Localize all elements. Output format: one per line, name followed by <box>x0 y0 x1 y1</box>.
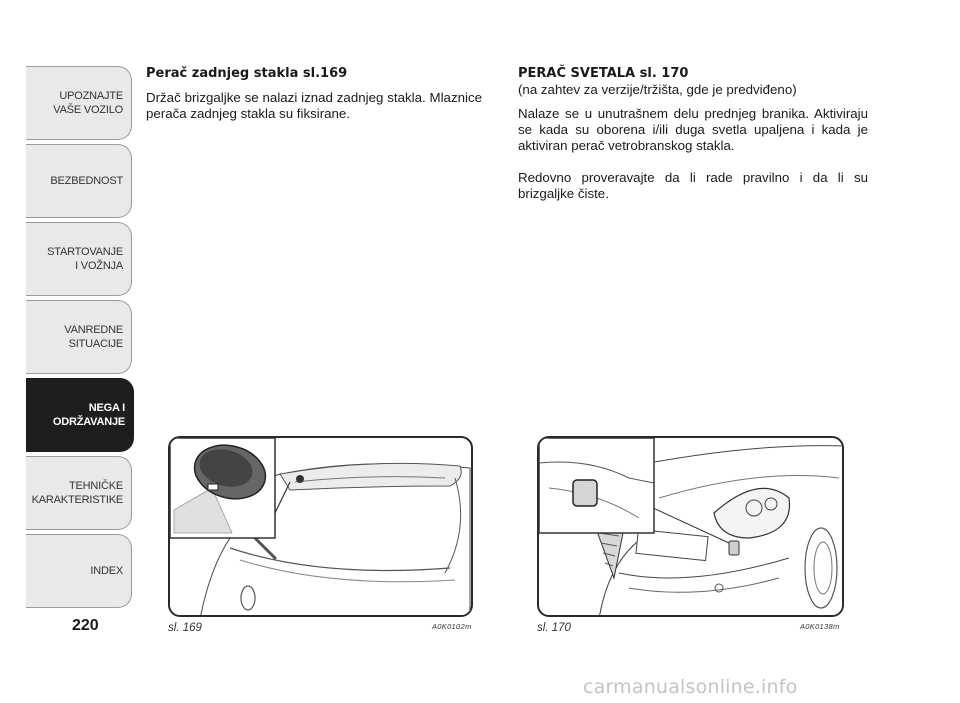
section-heading: PERAČ SVETALA sl. 170 <box>518 66 689 81</box>
section-rear-washer: Perač zadnjeg stakla sl.169 Držač brizga… <box>146 66 482 130</box>
tab-vanredne-situacije[interactable]: VANREDNE SITUACIJE <box>26 300 132 374</box>
figure-code: A0K0138m <box>800 622 840 631</box>
tab-startovanje-i-voznja[interactable]: STARTOVANJE I VOŽNJA <box>26 222 132 296</box>
section-body: Redovno proveravajte da li rade pravilno… <box>518 170 868 201</box>
tab-label: NEGA I ODRŽAVANJE <box>52 402 125 428</box>
figure-caption: sl. 170 <box>537 622 571 634</box>
tab-label: INDEX <box>90 565 123 577</box>
section-heading: Perač zadnjeg stakla sl.169 <box>146 66 348 81</box>
figure-code: A0K0102m <box>432 622 472 631</box>
section-headlight-washer: PERAČ SVETALA sl. 170 (na zahtev za verz… <box>518 66 868 210</box>
figure-caption: sl. 169 <box>168 622 202 634</box>
tab-label: STARTOVANJE I VOŽNJA <box>47 246 123 272</box>
figure-rear-washer <box>168 436 473 617</box>
watermark: carmanualsonline.info <box>583 676 798 698</box>
figure-headlight-washer <box>537 436 844 617</box>
tab-label: VANREDNE SITUACIJE <box>64 324 123 350</box>
tab-bezbednost[interactable]: BEZBEDNOST <box>26 144 132 218</box>
tab-index[interactable]: INDEX <box>26 534 132 608</box>
section-subheading: (na zahtev za verzije/tržišta, gde je pr… <box>518 82 797 97</box>
tab-label: UPOZNAJTE VAŠE VOZILO <box>53 90 123 116</box>
section-body: Držač brizgaljke se nalazi iznad zadnjeg… <box>146 90 482 121</box>
section-body: Nalaze se u unutrašnem delu prednjeg bra… <box>518 106 868 153</box>
tab-label: TEHNIČKE KARAKTERISTIKE <box>31 480 124 506</box>
tab-nega-i-odrzavanje[interactable]: NEGA I ODRŽAVANJE <box>26 378 134 452</box>
tab-label: BEZBEDNOST <box>50 175 123 187</box>
page-number: 220 <box>72 617 99 634</box>
tab-upoznajte-vase-vozilo[interactable]: UPOZNAJTE VAŠE VOZILO <box>26 66 132 140</box>
tab-tehnicke-karakteristike[interactable]: TEHNIČKE KARAKTERISTIKE <box>26 456 132 530</box>
headlight-washer-illustration <box>539 438 842 615</box>
rear-washer-illustration <box>170 438 471 615</box>
